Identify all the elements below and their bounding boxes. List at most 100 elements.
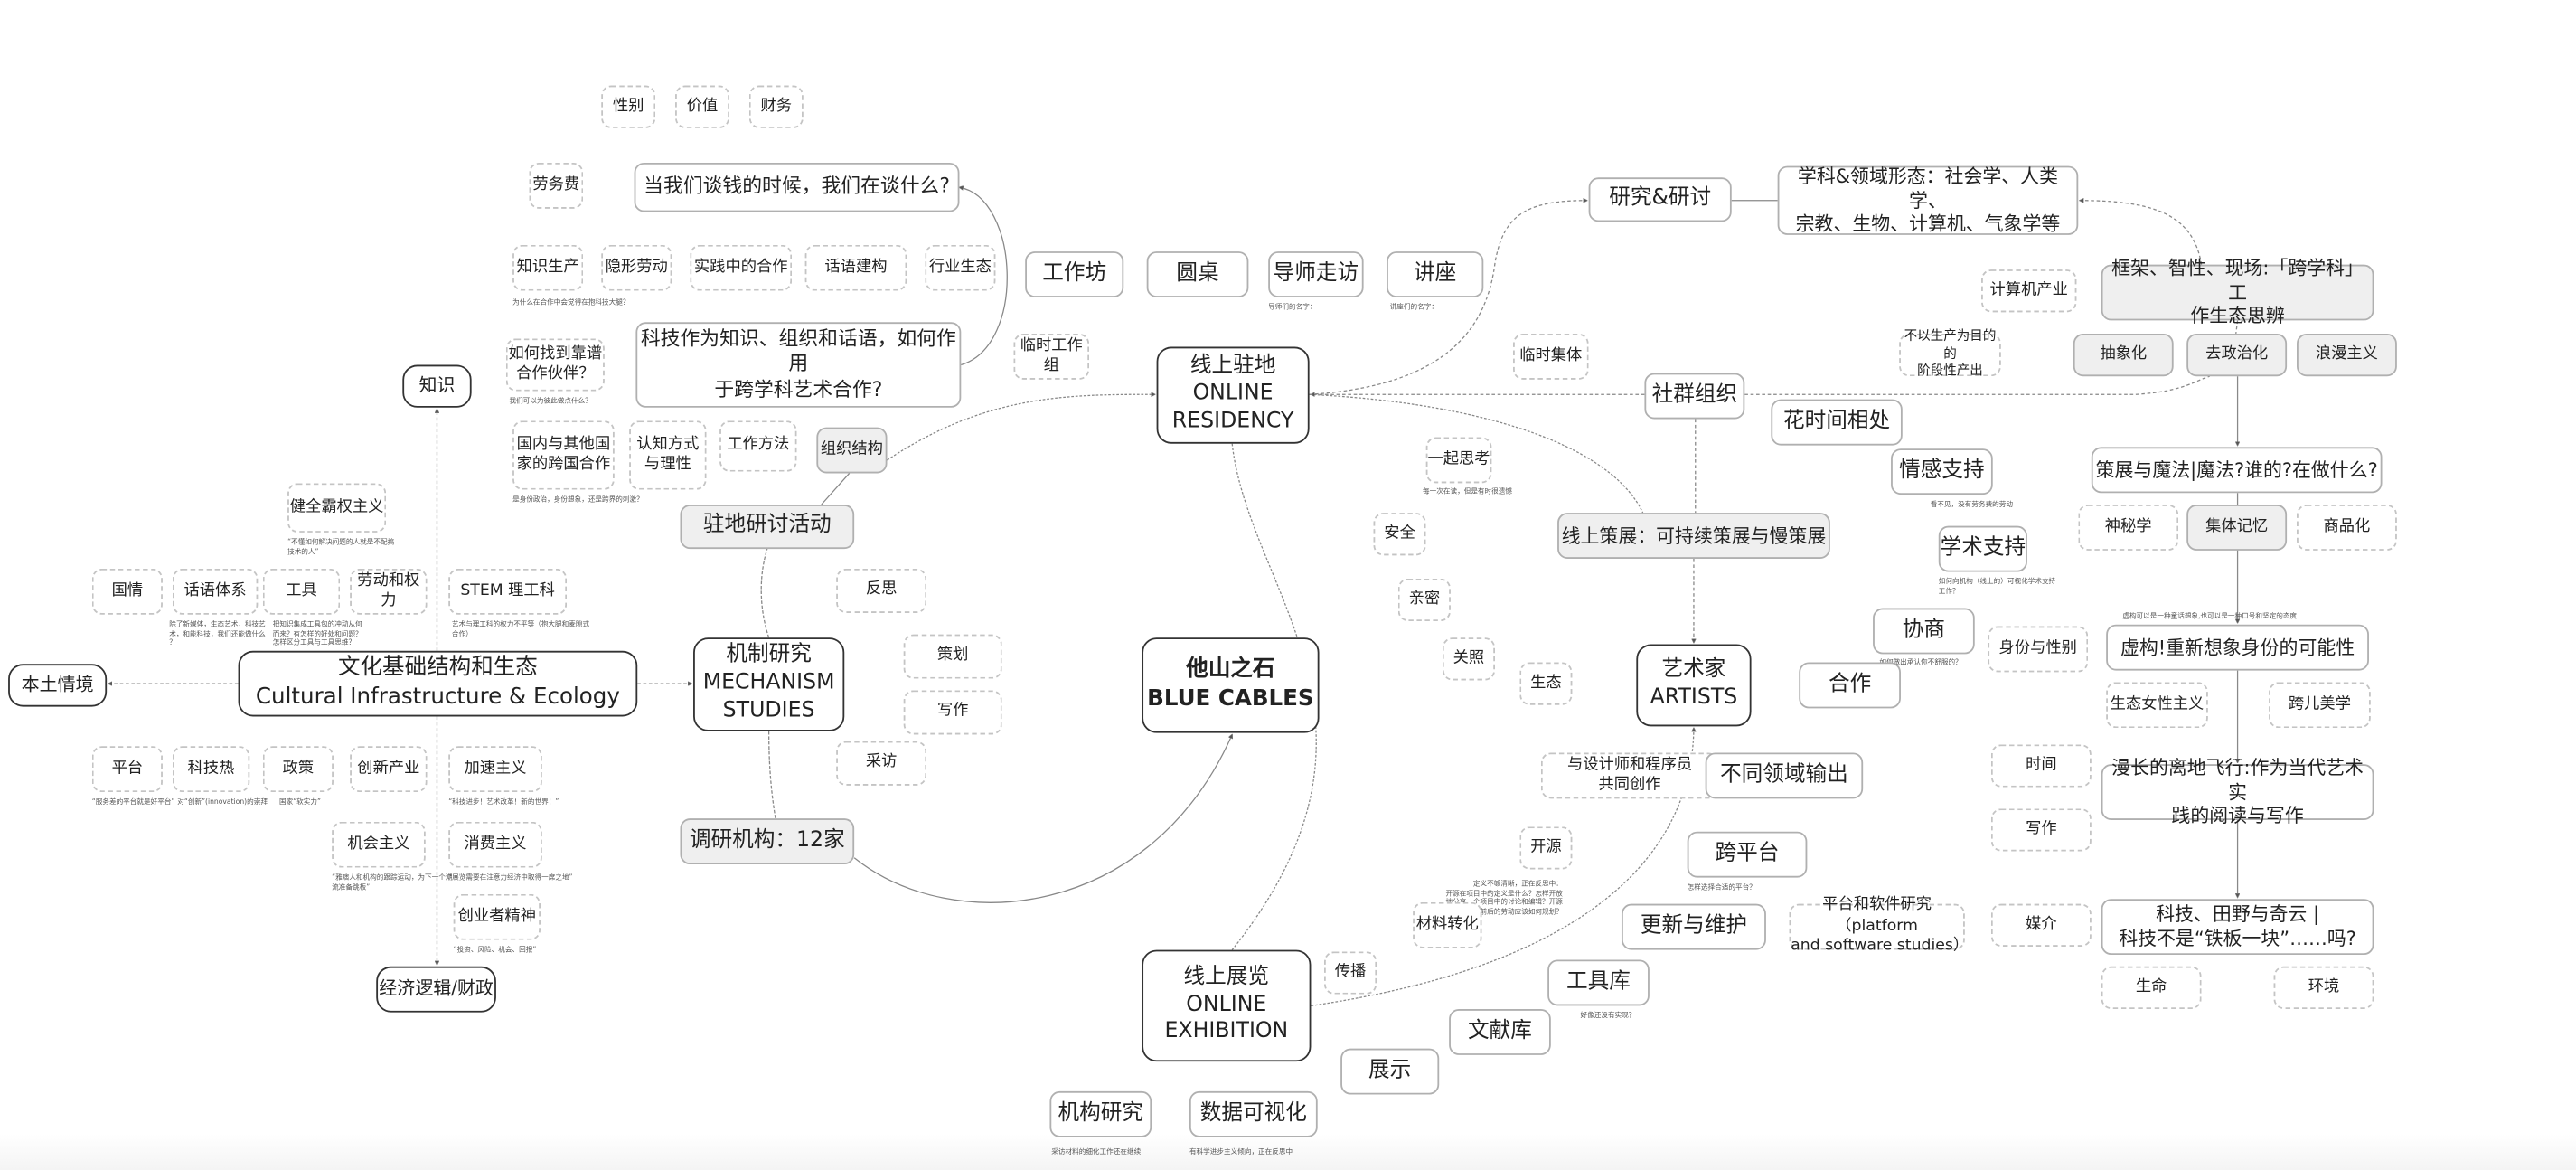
node-ecofem[interactable]: 生态女性主义 (2106, 682, 2208, 729)
node-timetogether[interactable]: 花时间相处 (1771, 399, 1903, 446)
node-mech[interactable]: 机制研究 MECHANISM STUDIES (693, 637, 845, 731)
node-magic[interactable]: 策展与魔法|魔法?谁的?在做什么? (2091, 447, 2383, 494)
node-tempgroup[interactable]: 临时工作组 (1013, 333, 1090, 380)
node-consum[interactable]: 消费主义 (448, 821, 542, 868)
node-framework[interactable]: 框架、智性、现场:「跨学科」工 作生态思辨 (2101, 256, 2374, 328)
node-accel[interactable]: 加速主义 (448, 746, 542, 793)
node-plan[interactable]: 策划 (903, 634, 1002, 679)
node-knowledge[interactable]: 知识 (402, 364, 472, 408)
node-toolkit[interactable]: 工具库 (1547, 959, 1650, 1006)
node-tech[interactable]: 科技作为知识、组织和话语，如何作用 于跨学科艺术合作? (635, 322, 962, 408)
node-nonprod[interactable]: 不以生产为目的的 阶段性产出 (1899, 329, 2001, 378)
node-safety[interactable]: 安全 (1373, 513, 1426, 556)
node-discsys[interactable]: 话语体系 (172, 568, 259, 615)
node-policy[interactable]: 政策 (262, 746, 334, 793)
node-abstract[interactable]: 抽象化 (2073, 333, 2174, 377)
node-emotion[interactable]: 情感支持 (1891, 448, 1993, 495)
node-eco[interactable]: 生态 (1519, 662, 1573, 705)
node-cognition[interactable]: 认知方式 与理性 (629, 420, 707, 490)
node-mentor[interactable]: 导师走访 (1268, 251, 1364, 297)
node-computing[interactable]: 计算机产业 (1981, 269, 2077, 313)
node-opport[interactable]: 机会主义 (332, 821, 426, 868)
node-cocreate[interactable]: 与设计师和程序员 共同创作 (1540, 752, 1719, 799)
node-industry[interactable]: 行业生态 (925, 244, 996, 291)
node-time2[interactable]: 时间 (1990, 744, 2092, 788)
node-write1[interactable]: 写作 (903, 690, 1002, 735)
node-survey[interactable]: 调研机构：12家 (680, 818, 855, 865)
node-dataviz[interactable]: 数据可视化 (1189, 1090, 1318, 1137)
node-reflect[interactable]: 反思 (836, 568, 927, 613)
node-think[interactable]: 一起思考 (1425, 437, 1492, 484)
node-intimacy[interactable]: 亲密 (1397, 578, 1451, 622)
node-stem[interactable]: STEM 理工科 (448, 568, 568, 615)
node-archive[interactable]: 文献库 (1449, 1009, 1551, 1055)
node-research[interactable]: 研究&研讨 (1588, 177, 1732, 222)
node-roundtable[interactable]: 圆桌 (1146, 251, 1249, 297)
node-entre[interactable]: 创业者精神 (453, 893, 541, 940)
node-partner[interactable]: 如何找到靠谱 合作伙伴？ (505, 338, 605, 392)
node-residency[interactable]: 线上驻地 ONLINE RESIDENCY (1156, 346, 1310, 444)
node-local[interactable]: 本土情境 (8, 664, 108, 707)
node-display[interactable]: 展示 (1340, 1048, 1440, 1095)
node-artists[interactable]: 艺术家 ARTISTS (1636, 644, 1752, 727)
node-occult[interactable]: 神秘学 (2078, 505, 2179, 551)
node-coop[interactable]: 合作 (1799, 662, 1901, 709)
node-techfever[interactable]: 科技热 (172, 746, 250, 793)
node-write2[interactable]: 写作 (1990, 808, 2092, 852)
node-romantic[interactable]: 浪漫主义 (2297, 333, 2397, 377)
node-money[interactable]: 当我们谈钱的时候，我们在谈什么? (634, 162, 960, 212)
node-spread[interactable]: 传播 (1323, 951, 1377, 995)
node-center[interactable]: 文化基础结构和生态 Cultural Infrastructure & Ecol… (238, 650, 638, 717)
node-blue[interactable]: 他山之石 BLUE CABLES (1142, 637, 1320, 733)
node-creative[interactable]: 创新产业 (350, 746, 428, 793)
node-trans[interactable]: 跨儿美学 (2269, 682, 2371, 729)
node-exhibition[interactable]: 线上展览 ONLINE EXHIBITION (1142, 949, 1312, 1062)
node-method[interactable]: 工作方法 (719, 420, 797, 472)
node-platstudy[interactable]: 平台和软件研究（platform and software studies） (1789, 896, 1970, 956)
node-academic[interactable]: 学术支持 (1938, 525, 2027, 572)
node-memory[interactable]: 集体记忆 (2186, 505, 2288, 551)
node-opensrc[interactable]: 开源 (1519, 826, 1573, 870)
node-transnational[interactable]: 国内与其他国 家的跨国合作 (512, 420, 615, 490)
node-media[interactable]: 媒介 (1990, 903, 2092, 947)
node-platform[interactable]: 平台 (91, 746, 163, 793)
node-community[interactable]: 社群组织 (1644, 373, 1745, 420)
node-finance[interactable]: 财务 (748, 85, 804, 128)
node-flight[interactable]: 漫长的离地飞行:作为当代艺术实 践的阅读与写作 (2101, 755, 2374, 827)
node-material[interactable]: 材料转化 (1413, 901, 1482, 948)
node-identity[interactable]: 身份与性别 (1988, 626, 2089, 673)
node-invisible[interactable]: 隐形劳动 (601, 244, 672, 291)
node-discipline[interactable]: 学科&领域形态：社会学、人类学、 宗教、生物、计算机、气象学等 (1777, 164, 2079, 236)
node-curation[interactable]: 线上策展：可持续策展与慢策展 (1557, 513, 1830, 559)
node-interview[interactable]: 采访 (836, 741, 927, 786)
node-life[interactable]: 生命 (2101, 966, 2202, 1010)
node-inst[interactable]: 机构研究 (1049, 1090, 1152, 1137)
node-depol[interactable]: 去政治化 (2186, 333, 2288, 377)
node-gender[interactable]: 性别 (601, 85, 656, 128)
node-practice[interactable]: 实践中的合作 (690, 244, 793, 291)
node-fee[interactable]: 劳务费 (529, 162, 584, 209)
node-env[interactable]: 环境 (2273, 966, 2374, 1010)
node-lecture[interactable]: 讲座 (1387, 251, 1484, 297)
node-labor[interactable]: 劳动和权力 (350, 568, 428, 615)
edge-residency-curation (1309, 393, 1644, 514)
node-knowprod[interactable]: 知识生产 (512, 244, 584, 291)
node-hegemony[interactable]: 健全霸权主义 (287, 483, 387, 533)
node-update[interactable]: 更新与维护 (1621, 903, 1766, 950)
node-fiction[interactable]: 虚构!重新想象身份的可能性 (2106, 624, 2369, 671)
node-care[interactable]: 关照 (1442, 637, 1496, 681)
node-commod[interactable]: 商品化 (2297, 505, 2397, 551)
node-econ[interactable]: 经济逻辑/财政 (376, 966, 496, 1013)
node-value[interactable]: 价值 (675, 85, 730, 128)
node-crossplat[interactable]: 跨平台 (1687, 831, 1808, 878)
node-national[interactable]: 国情 (91, 568, 163, 615)
node-techfield[interactable]: 科技、田野与奇云 | 科技不是“铁板一块”……吗? (2101, 899, 2374, 956)
node-tempcoll[interactable]: 临时集体 (1513, 333, 1589, 380)
node-discourse[interactable]: 话语建构 (804, 244, 907, 291)
node-workshop[interactable]: 工作坊 (1025, 251, 1124, 297)
node-negotiate[interactable]: 协商 (1873, 608, 1975, 655)
node-org[interactable]: 组织结构 (816, 427, 888, 474)
node-tools[interactable]: 工具 (262, 568, 341, 615)
node-resact[interactable]: 驻地研讨活动 (680, 505, 855, 550)
node-output[interactable]: 不同领域输出 (1705, 752, 1864, 799)
